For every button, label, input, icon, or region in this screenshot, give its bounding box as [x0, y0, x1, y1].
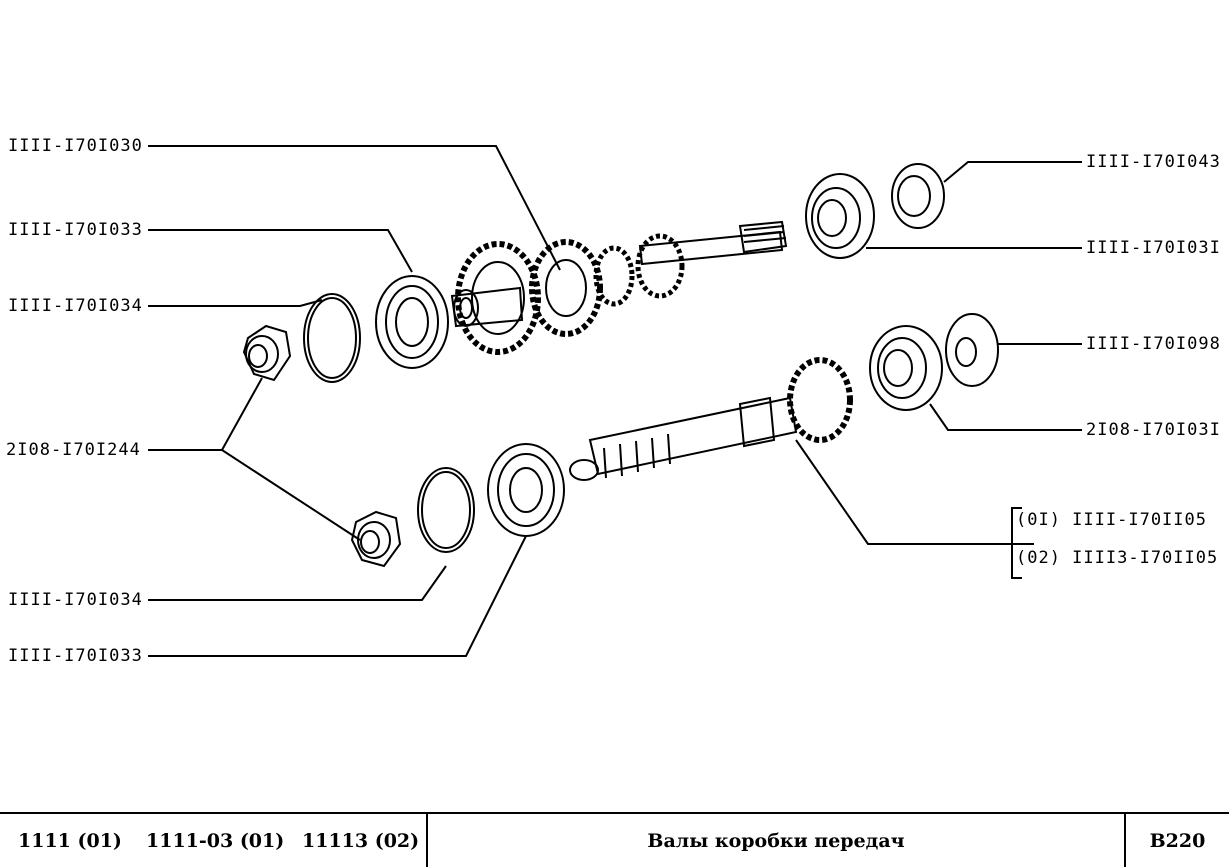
title-block: 1111 (01) 1111-03 (01) 11113 (02) Валы к… — [0, 812, 1229, 867]
part-label: IIII-I70I098 — [1086, 334, 1221, 354]
leader-line — [943, 161, 1082, 183]
leader-line — [221, 449, 361, 541]
gear-mid-hub — [545, 259, 587, 317]
part-label: 2I08-I70I03I — [1086, 420, 1221, 440]
gear-pinion — [635, 233, 685, 299]
leader-line — [795, 439, 1034, 545]
leader-line — [148, 299, 323, 307]
leader-line — [148, 377, 263, 451]
gear-large-hub — [471, 261, 525, 335]
leader-line — [929, 403, 1082, 431]
gear-mid — [529, 239, 603, 337]
input-shaft — [450, 220, 788, 328]
bearing-left-lower — [487, 443, 565, 537]
bearing-left-upper — [375, 275, 449, 369]
page-code: В220 — [1149, 829, 1206, 852]
part-label: IIII-I70I034 — [8, 590, 143, 610]
part-label: IIII-I70I033 — [8, 646, 143, 666]
part-label: (0I) IIII-I70II05 — [1016, 510, 1207, 530]
gear-large — [455, 241, 541, 355]
spacer-ring — [945, 313, 999, 387]
bearing-right-upper — [805, 173, 875, 259]
model-1: 1111 (01) — [18, 829, 122, 852]
part-label: (02) IIII3-I70II05 — [1016, 548, 1219, 568]
bracket — [1011, 507, 1022, 579]
seal-upper — [891, 163, 945, 229]
leader-line — [148, 535, 527, 657]
leader-line — [148, 229, 413, 273]
part-label: IIII-I70I033 — [8, 220, 143, 240]
gear-drive — [787, 357, 853, 443]
page-title: Валы коробки передач — [647, 829, 905, 852]
model-2: 1111-03 (01) — [146, 829, 285, 852]
leader-line — [148, 565, 447, 601]
part-label: IIII-I70I030 — [8, 136, 143, 156]
divider — [426, 814, 428, 867]
divider — [1124, 814, 1126, 867]
snap-ring-lower — [417, 467, 475, 553]
nut-upper — [242, 324, 292, 382]
nut-lower — [350, 510, 402, 568]
bearing-right-lower — [869, 325, 943, 411]
gear-small — [593, 245, 635, 307]
snap-ring-upper — [303, 293, 361, 383]
output-shaft — [569, 396, 798, 481]
leader-line — [148, 145, 561, 271]
part-label: IIII-I70I043 — [1086, 152, 1221, 172]
part-label: 2I08-I70I244 — [6, 440, 141, 460]
part-label: IIII-I70I034 — [8, 296, 143, 316]
model-3: 11113 (02) — [302, 829, 420, 852]
part-label: IIII-I70I03I — [1086, 238, 1221, 258]
